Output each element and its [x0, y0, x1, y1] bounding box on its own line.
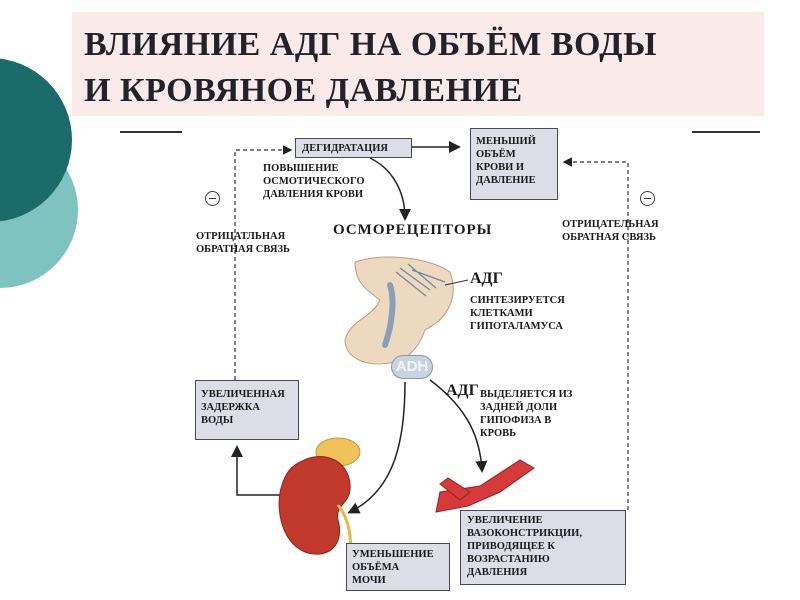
- less-blood-line-1: МЕНЬШИЙ: [476, 136, 536, 147]
- title-line-1: ВЛИЯНИЕ АДГ НА ОБЪЁМ ВОДЫ: [84, 26, 657, 63]
- osmotic-line-2: ОСМОТИЧЕСКОГО: [263, 176, 365, 187]
- less-blood-box: МЕНЬШИЙ ОБЪЁМ КРОВИ И ДАВЛЕНИЕ: [470, 128, 558, 200]
- released-label: ВЫДЕЛЯЕТСЯ ИЗ ЗАДНЕЙ ДОЛИ ГИПОФИЗА В КРО…: [480, 388, 572, 440]
- synthesized-label: СИНТЕЗИРУЕТСЯ КЛЕТКАМИ ГИПОТАЛАМУСА: [470, 294, 565, 333]
- vaso-line-4: ВОЗРАСТАНИЮ: [467, 554, 550, 565]
- osmotic-pressure-label: ПОВЫШЕНИЕ ОСМОТИЧЕСКОГО ДАВЛЕНИЯ КРОВИ: [263, 162, 365, 201]
- decorative-circles: [0, 58, 78, 288]
- adg-mid-label: АДГ: [446, 382, 479, 399]
- neg-right-line-1: ОТРИЦАТЕЛЬНАЯ: [562, 219, 659, 230]
- arrow-adh-to-kidney: [347, 381, 406, 514]
- adg-pointer-line: [444, 279, 469, 286]
- retention-line-1: УВЕЛИЧЕННАЯ: [201, 389, 285, 400]
- released-line-2: ЗАДНЕЙ ДОЛИ: [480, 402, 558, 413]
- vaso-line-2: ВАЗОКОНСТРИКЦИИ,: [467, 528, 582, 539]
- vaso-line-1: УВЕЛИЧЕНИЕ: [467, 515, 543, 526]
- negative-feedback-right: ОТРИЦАТЕЛЬНАЯ ОБРАТНАЯ СВЯЗЬ: [562, 218, 659, 244]
- vaso-line-5: ДАВЛЕНИЯ: [467, 567, 528, 578]
- dehydration-box: ДЕГИДРАТАЦИЯ: [295, 138, 412, 158]
- retention-line-3: ВОДЫ: [201, 415, 234, 426]
- urine-line-1: УМЕНЬШЕНИЕ: [352, 549, 434, 560]
- adg-top-label: АДГ: [470, 270, 503, 287]
- rule-left: [120, 131, 182, 133]
- hypothalamus-shape: [344, 256, 454, 365]
- negative-sign-left: [205, 191, 220, 206]
- urine-line-2: ОБЪЁМА: [352, 562, 400, 573]
- osmotic-line-3: ДАВЛЕНИЯ КРОВИ: [263, 189, 364, 200]
- dark-teal-circle: [0, 58, 72, 222]
- synth-line-2: КЛЕТКАМИ: [470, 308, 533, 319]
- arrow-adh-to-artery: [429, 379, 488, 473]
- synth-line-1: СИНТЕЗИРУЕТСЯ: [470, 295, 565, 306]
- osmoreceptors-label: ОСМОРЕЦЕПТОРЫ: [333, 222, 493, 238]
- title-line-2: И КРОВЯНОЕ ДАВЛЕНИЕ: [84, 72, 523, 109]
- arrow-dehydration-to-osmoreceptors: [369, 157, 411, 221]
- page-title: ВЛИЯНИЕ АДГ НА ОБЪЁМ ВОДЫ И КРОВЯНОЕ ДАВ…: [84, 22, 657, 114]
- water-retention-box: УВЕЛИЧЕННАЯ ЗАДЕРЖКА ВОДЫ: [195, 380, 299, 440]
- retention-line-2: ЗАДЕРЖКА: [201, 402, 260, 413]
- title-band: [72, 12, 764, 116]
- artery-branch: [439, 477, 471, 501]
- adh-badge: ADH: [391, 355, 433, 379]
- less-blood-line-3: КРОВИ И: [476, 162, 525, 173]
- urine-line-3: МОЧИ: [352, 575, 386, 586]
- urine-volume-box: УМЕНЬШЕНИЕ ОБЪЁМА МОЧИ: [346, 543, 450, 591]
- osmotic-line-1: ПОВЫШЕНИЕ: [263, 163, 339, 174]
- released-line-1: ВЫДЕЛЯЕТСЯ ИЗ: [480, 389, 573, 400]
- arrow-kidney-to-retention: [231, 445, 283, 496]
- neurons: [395, 263, 446, 297]
- kidney-shape: [278, 456, 351, 555]
- less-blood-line-2: ОБЪЁМ: [476, 149, 516, 160]
- negative-sign-right: [640, 191, 655, 206]
- vasoconstriction-box: УВЕЛИЧЕНИЕ ВАЗОКОНСТРИКЦИИ, ПРИВОДЯЩЕЕ К…: [460, 510, 626, 585]
- left-feedback-dashed-line: [234, 145, 293, 380]
- neg-left-line-2: ОБРАТНАЯ СВЯЗЬ: [196, 244, 290, 255]
- pituitary-stalk: [382, 282, 396, 348]
- neg-left-line-1: ОТРИЦАТЛЬНАЯ: [196, 231, 286, 242]
- negative-feedback-left: ОТРИЦАТЛЬНАЯ ОБРАТНАЯ СВЯЗЬ: [196, 230, 290, 256]
- rule-right: [692, 131, 760, 133]
- synth-line-3: ГИПОТАЛАМУСА: [470, 321, 563, 332]
- right-feedback-dashed-line: [562, 157, 629, 510]
- vaso-line-3: ПРИВОДЯЩЕЕ К: [467, 541, 555, 552]
- less-blood-line-4: ДАВЛЕНИЕ: [476, 175, 536, 186]
- released-line-4: КРОВЬ: [480, 428, 517, 439]
- dehydration-label: ДЕГИДРАТАЦИЯ: [302, 143, 389, 154]
- released-line-3: ГИПОФИЗА В: [480, 415, 552, 426]
- neg-right-line-2: ОБРАТНАЯ СВЯЗЬ: [562, 232, 656, 243]
